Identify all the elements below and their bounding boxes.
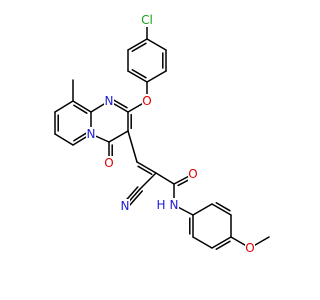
bond xyxy=(112,99,128,109)
bond xyxy=(136,161,157,174)
bond xyxy=(73,104,88,114)
atom-label-background xyxy=(104,94,114,108)
atom-label-o-amide: O xyxy=(188,167,197,181)
atom-label-background xyxy=(188,167,198,181)
bond xyxy=(146,38,167,51)
bond xyxy=(139,172,157,190)
atom-label-n-bridge: N xyxy=(87,127,96,141)
bond xyxy=(192,203,213,216)
atom-label-background xyxy=(139,13,155,27)
atom-label-cl1: Cl xyxy=(141,13,153,27)
bond xyxy=(72,100,92,113)
atom-label-background xyxy=(142,94,152,108)
bond xyxy=(211,203,232,216)
bond xyxy=(155,172,175,185)
bond xyxy=(192,236,213,249)
bond xyxy=(131,69,147,79)
atom-label-o-methoxy: O xyxy=(245,241,254,255)
atom-label-background xyxy=(120,199,130,213)
bond xyxy=(215,240,231,250)
atom-label-n-nitrile: N xyxy=(121,199,130,213)
bond xyxy=(215,202,231,212)
bond xyxy=(137,165,153,175)
bond xyxy=(54,100,74,113)
bond xyxy=(54,133,74,146)
bond xyxy=(73,132,88,142)
bond xyxy=(108,130,129,143)
bond xyxy=(131,42,147,52)
bond xyxy=(211,236,232,249)
bond xyxy=(146,70,167,83)
atom-label-background xyxy=(104,156,114,170)
bond xyxy=(127,130,138,163)
bond xyxy=(127,70,148,83)
atom-label-h-amide: H xyxy=(156,198,165,212)
atom-label-background xyxy=(156,198,166,212)
atom-label-o-keto: O xyxy=(104,156,113,170)
atom-label-background xyxy=(169,198,179,212)
atom-label-background xyxy=(86,127,96,141)
atom-label-n-amide: N xyxy=(170,198,179,212)
bond xyxy=(127,38,148,51)
atom-label-o-ether: O xyxy=(142,94,151,108)
atom-label-background xyxy=(245,241,255,255)
atom-label-n-ring: N xyxy=(105,94,114,108)
